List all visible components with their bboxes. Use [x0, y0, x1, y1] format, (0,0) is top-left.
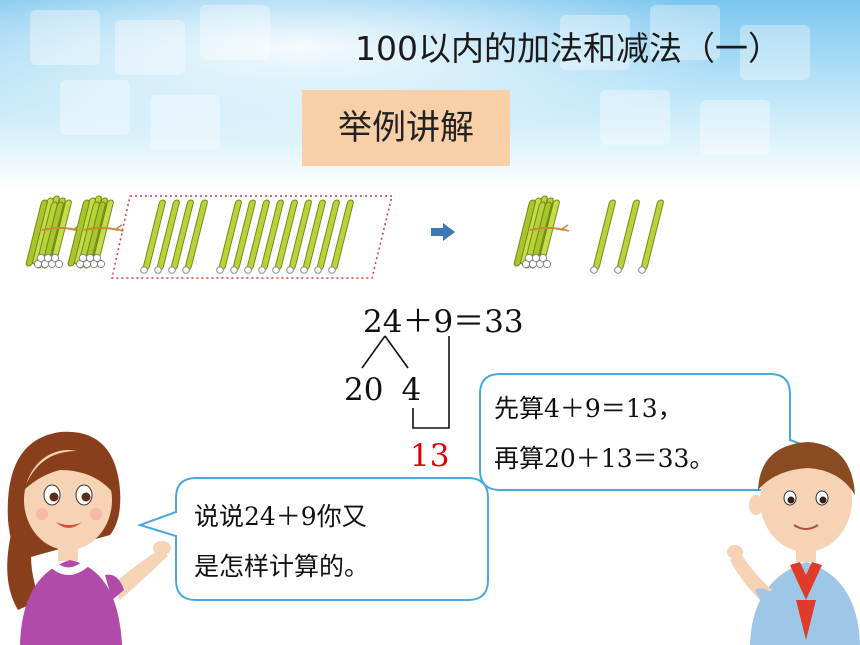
- single-stick-group: [140, 199, 355, 274]
- boy-character: [727, 442, 860, 645]
- girl-character: [7, 431, 171, 645]
- page-title: 100以内的加法和减法（一）: [355, 29, 781, 68]
- single-stick-group: [590, 199, 665, 274]
- split-numbers: 20 4: [344, 372, 421, 408]
- boy-bubble-line-1: 先算4＋9＝13，: [494, 394, 683, 423]
- partial-sum: 13: [410, 438, 450, 474]
- counting-sticks-illustration: [24, 195, 665, 279]
- stick-bundle-icon: [512, 195, 570, 269]
- split-tens: 20: [344, 372, 384, 408]
- stick-bundle-icon: [66, 195, 124, 269]
- boy-bubble-line-2: 再算20＋13＝33。: [494, 444, 715, 473]
- section-header: 举例讲解: [302, 90, 510, 166]
- addition-equation: 24＋9＝33: [363, 304, 524, 340]
- section-label: 举例讲解: [338, 108, 474, 148]
- split-ones: 4: [401, 372, 422, 408]
- girl-bubble-line-1: 说说24＋9你又: [194, 502, 367, 531]
- right-arrow-icon: [431, 223, 455, 241]
- girl-bubble-line-2: 是怎样计算的。: [194, 552, 370, 581]
- dashed-selection-frame: [111, 195, 393, 279]
